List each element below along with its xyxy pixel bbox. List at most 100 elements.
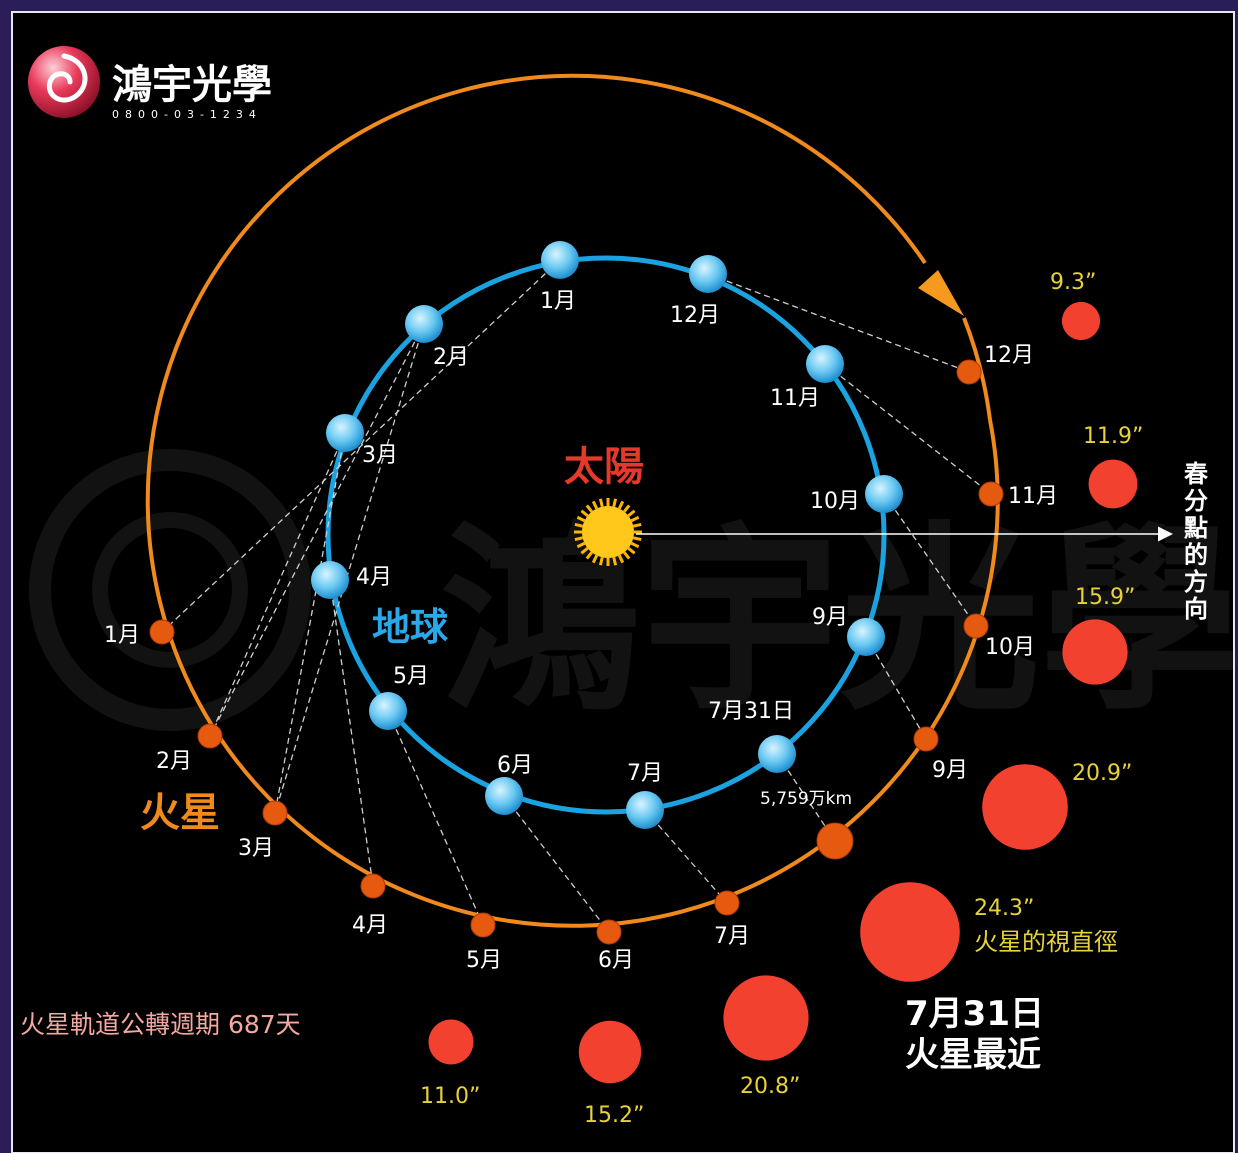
sun-ray bbox=[630, 515, 640, 523]
apparent-diameter-value: 15.9” bbox=[1075, 585, 1135, 610]
sun-ray bbox=[630, 541, 640, 549]
mars-position bbox=[913, 726, 939, 752]
earth-position bbox=[865, 475, 903, 513]
brand-name: 鴻宇光學 bbox=[112, 62, 272, 108]
mars-position bbox=[714, 890, 740, 916]
apparent-diameter-value: 11.0” bbox=[420, 1084, 480, 1109]
mars-position-closest bbox=[816, 822, 854, 860]
sun-ray bbox=[580, 547, 589, 555]
mars-month-label: 5月 bbox=[466, 948, 502, 973]
mars-position bbox=[360, 873, 386, 899]
sun-ray bbox=[612, 498, 618, 507]
sight-line bbox=[776, 753, 836, 842]
earth-position bbox=[326, 414, 364, 452]
mars-month-label: 7月 bbox=[714, 924, 750, 949]
earth-month-label: 1月 bbox=[540, 289, 576, 314]
mars-month-label: 10月 bbox=[985, 635, 1035, 660]
sight-line bbox=[707, 273, 970, 373]
sun-ray bbox=[623, 551, 631, 560]
sight-line bbox=[503, 795, 610, 933]
sun: 太陽 bbox=[564, 444, 644, 566]
brand-phone: 0800-03-1234 bbox=[112, 108, 262, 121]
earth-month-label: 7月31日 bbox=[708, 699, 794, 724]
earth-month-label: 11月 bbox=[770, 386, 820, 411]
vernal-equinox-char: 分 bbox=[1184, 487, 1208, 515]
mars-position bbox=[197, 723, 223, 749]
mars-position bbox=[596, 919, 622, 945]
apparent-diameter-value: 24.3” bbox=[974, 896, 1034, 921]
sight-line bbox=[274, 432, 346, 814]
mars-apparent-disc bbox=[1061, 301, 1101, 341]
mars-month-label: 4月 bbox=[352, 913, 388, 938]
sun-disc bbox=[582, 506, 634, 558]
apparent-diameter-value: 20.9” bbox=[1072, 761, 1132, 786]
earth-month-label: 4月 bbox=[356, 565, 392, 590]
sun-ray bbox=[580, 509, 589, 517]
sun-ray bbox=[576, 515, 586, 523]
mars-position bbox=[262, 800, 288, 826]
sight-line bbox=[387, 710, 484, 926]
sun-ray bbox=[598, 557, 604, 566]
earth-position bbox=[369, 692, 407, 730]
sun-ray bbox=[585, 504, 593, 513]
sight-line bbox=[824, 363, 992, 495]
mars-position bbox=[978, 481, 1004, 507]
apparent-diameter-value: 11.9” bbox=[1083, 424, 1143, 449]
mars-apparent-disc bbox=[428, 1019, 474, 1065]
sun-ray bbox=[617, 500, 625, 510]
sun-ray bbox=[633, 522, 642, 528]
closest-distance: 5,759万km bbox=[760, 789, 852, 809]
earth-position bbox=[485, 777, 523, 815]
earth-position bbox=[626, 791, 664, 829]
earth-month-label: 5月 bbox=[393, 664, 429, 689]
vernal-equinox-char: 春 bbox=[1184, 460, 1208, 488]
sight-line bbox=[161, 259, 561, 633]
sun-rays bbox=[574, 498, 642, 566]
earth-month-label: 10月 bbox=[810, 489, 860, 514]
mars-apparent-disc bbox=[723, 975, 809, 1061]
sun-ray bbox=[633, 536, 642, 542]
sun-ray bbox=[574, 536, 583, 542]
vernal-equinox-char: 的 bbox=[1184, 541, 1208, 569]
mars-month-label: 11月 bbox=[1008, 484, 1058, 509]
sun-ray bbox=[598, 498, 604, 507]
mars-position bbox=[956, 359, 982, 385]
mars-orbit-arrow-icon bbox=[918, 270, 964, 316]
apparent-diameter-value: 20.8” bbox=[740, 1074, 800, 1099]
apparent-diameter-caption: 火星的視直徑 bbox=[974, 928, 1118, 956]
period-note: 火星軌道公轉週期 687天 bbox=[20, 1010, 301, 1039]
mars-apparent-disc bbox=[860, 882, 960, 982]
earth-month-label: 2月 bbox=[433, 345, 469, 370]
mars-month-label: 1月 bbox=[104, 623, 140, 648]
sun-ray bbox=[627, 509, 636, 517]
earth-label: 地球 bbox=[372, 605, 449, 649]
earth-position bbox=[541, 241, 579, 279]
earth-position bbox=[847, 618, 885, 656]
mars-month-label: 12月 bbox=[984, 343, 1034, 368]
mars-apparent-disc bbox=[578, 1020, 642, 1084]
sight-line bbox=[274, 323, 425, 814]
earth-month-label: 6月 bbox=[497, 753, 533, 778]
earth-month-label: 3月 bbox=[362, 443, 398, 468]
sight-lines bbox=[161, 259, 992, 933]
closest-title-line2: 火星最近 bbox=[905, 1035, 1041, 1075]
apparent-diameters: 9.3”11.9”15.9”20.9”24.3”火星的視直徑20.8”15.2”… bbox=[420, 270, 1143, 1128]
earth-position bbox=[689, 255, 727, 293]
mars-position bbox=[963, 613, 989, 639]
apparent-diameter-value: 15.2” bbox=[584, 1103, 644, 1128]
sight-line bbox=[883, 493, 977, 627]
orbits bbox=[145, 73, 1000, 928]
earth-month-label: 7月 bbox=[627, 761, 663, 786]
sight-line bbox=[209, 432, 346, 737]
mars-label: 火星 bbox=[140, 790, 220, 836]
sun-ray bbox=[627, 547, 636, 555]
sun-ray bbox=[591, 500, 599, 510]
sight-line bbox=[329, 579, 374, 887]
earth-orbit bbox=[325, 255, 887, 815]
closest-title-line1: 7月31日 bbox=[905, 994, 1044, 1034]
mars-apparent-disc bbox=[1088, 459, 1138, 509]
sun-ray bbox=[585, 551, 593, 560]
sun-ray bbox=[591, 554, 599, 564]
